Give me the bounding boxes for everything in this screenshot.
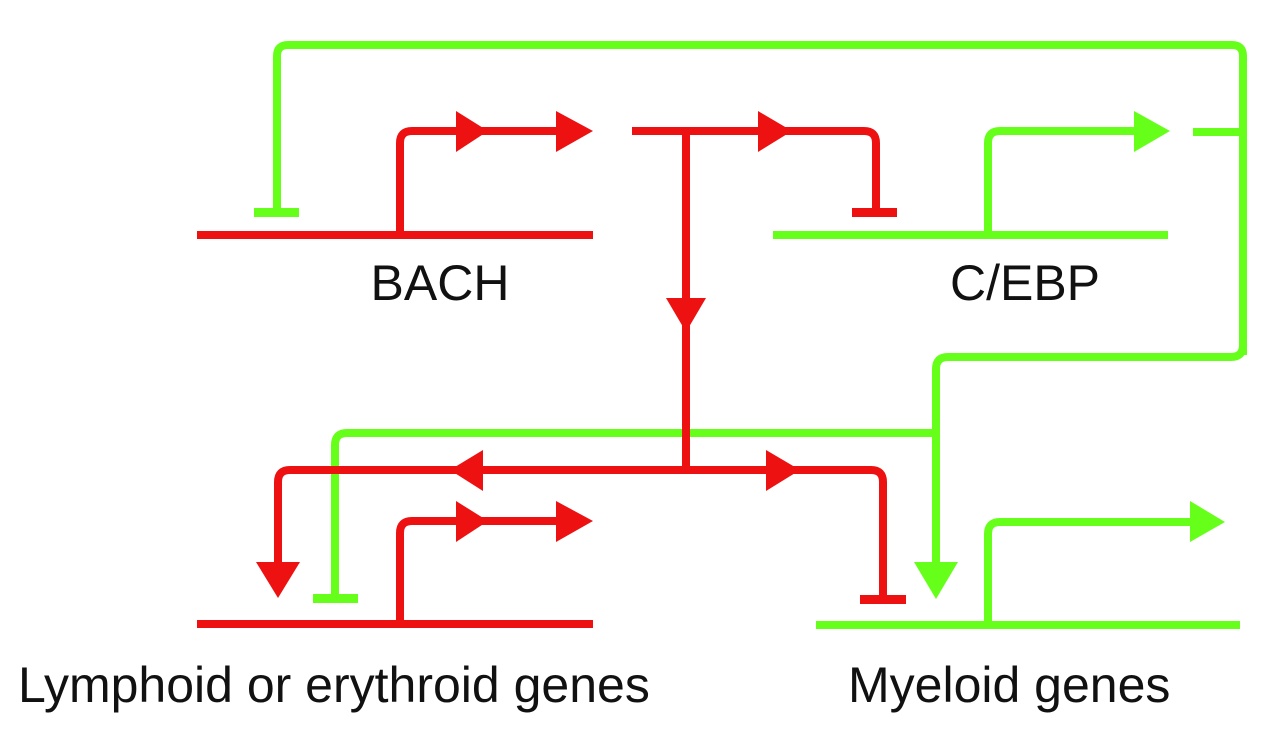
bach-promoter [396, 127, 570, 235]
bach-right-arrow-icon [766, 450, 800, 491]
cebp-to-bach-repression-edge [273, 41, 1247, 355]
myeloid-repression-bar-icon [860, 595, 906, 604]
lymphoid-activation-arrow-icon [256, 562, 300, 598]
cebp-repression-bar-icon [852, 208, 897, 217]
bach-to-myeloid-repression-edge [686, 466, 887, 598]
cebp-downstream-edge [932, 344, 1247, 570]
lymphoid-label: Lymphoid or erythroid genes [18, 657, 650, 713]
lymphoid-arrow-2-icon [556, 501, 593, 542]
myeloid-genes: Myeloid genes [816, 501, 1240, 713]
myeloid-activation-arrow-icon [914, 562, 958, 599]
bach-gene: BACH [197, 111, 593, 311]
bach-arrow-1-icon [456, 111, 488, 152]
bach-label: BACH [371, 255, 510, 311]
myeloid-promoter [984, 518, 1195, 625]
bach-repression-bar-icon [254, 208, 299, 217]
bach-to-lymphoid-activation-edge [274, 466, 686, 570]
bach-arrow-2-icon [556, 111, 593, 152]
lymphoid-erythroid-genes: Lymphoid or erythroid genes [18, 501, 650, 713]
cebp-label: C/EBP [950, 255, 1100, 311]
bach-down-arrow-icon [666, 298, 706, 332]
cebp-promoter [984, 127, 1140, 235]
cebp-to-lymphoid-repression-edge [331, 429, 936, 598]
bach-left-arrow-icon [450, 450, 483, 491]
cebp-gene: C/EBP [773, 111, 1170, 311]
myeloid-label: Myeloid genes [848, 657, 1170, 713]
bach-output-arrow-icon [758, 111, 792, 152]
myeloid-arrow-icon [1190, 501, 1225, 542]
lymphoid-repression-bar-icon [313, 594, 358, 603]
bach-to-cebp-repression-edge [632, 127, 880, 212]
lymphoid-arrow-1-icon [456, 501, 488, 542]
lymphoid-promoter [396, 517, 570, 624]
cebp-arrow-icon [1134, 111, 1170, 152]
